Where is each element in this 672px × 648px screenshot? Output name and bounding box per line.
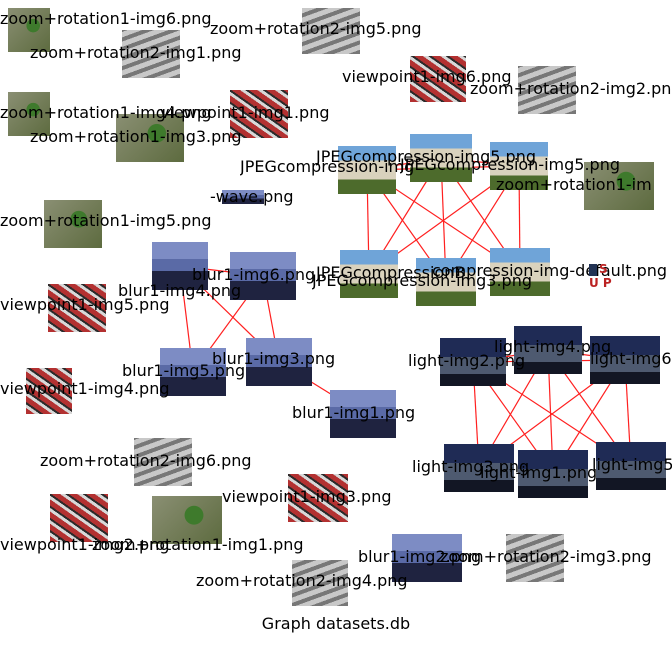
wave-photo-icon[interactable] xyxy=(222,190,264,204)
node-label: zoom+rotation2-img6.png xyxy=(40,452,252,470)
grayscale-photo-icon[interactable] xyxy=(302,8,360,54)
foliage-photo-icon[interactable] xyxy=(116,114,184,162)
node-label: -wave.png xyxy=(210,188,294,206)
node-label: light-img3.png xyxy=(412,458,530,476)
bikes-photo-icon[interactable] xyxy=(392,534,462,582)
node-label: zoom+rotation2-img5.png xyxy=(210,20,422,38)
building-photo-icon[interactable] xyxy=(490,248,550,296)
graffiti-photo-icon[interactable] xyxy=(288,474,348,522)
graffiti-photo-icon[interactable] xyxy=(410,56,466,102)
node-label: light-img2.png xyxy=(408,352,526,370)
grayscale-photo-icon[interactable] xyxy=(122,30,180,78)
street-photo-icon[interactable] xyxy=(444,444,514,492)
bikes-photo-icon[interactable] xyxy=(330,390,396,438)
node-label: viewpoint1-img1.png xyxy=(160,104,330,122)
foliage-photo-icon[interactable] xyxy=(584,162,654,210)
node-label: zoom+rotation2-img2.png xyxy=(470,80,672,98)
grayscale-photo-icon[interactable] xyxy=(292,560,348,606)
grayscale-photo-icon[interactable] xyxy=(506,534,564,582)
node-label: light-img5.png xyxy=(592,456,672,474)
node-label: blur1-img5.png xyxy=(122,362,246,380)
node-label: zoom+rotation2-img3.png xyxy=(440,548,652,566)
street-photo-icon[interactable] xyxy=(590,336,660,384)
node-label: blur1-img1.png xyxy=(292,404,416,422)
node-label: light-img6.png xyxy=(590,350,672,368)
node-label: zoom+rotation2-img1.png xyxy=(30,44,242,62)
node-label: JPEGcompression-img5.png xyxy=(316,148,536,166)
building-photo-icon[interactable] xyxy=(416,258,476,306)
node-label: JPEGcompression-img3.png xyxy=(312,272,532,290)
grayscale-photo-icon[interactable] xyxy=(518,66,576,114)
node-label: compression-img-default.png xyxy=(432,262,668,280)
logo-text: S U P xyxy=(589,262,612,290)
node-label: viewpoint1-img6.png xyxy=(342,68,512,86)
node-label: zoom+rotation1-img1.png xyxy=(92,536,304,554)
node-label: light-img1.png xyxy=(480,464,598,482)
building-photo-icon[interactable] xyxy=(340,250,398,298)
graffiti-photo-icon[interactable] xyxy=(26,368,72,414)
foliage-photo-icon[interactable] xyxy=(8,92,50,136)
node-label: zoom+rotation1-img4.png xyxy=(0,104,212,122)
node-label: light-img4.png xyxy=(494,338,612,356)
bikes-photo-icon[interactable] xyxy=(160,348,226,396)
node-label: blur1-img6.png xyxy=(192,266,316,284)
node-label: blur1-img3.png xyxy=(212,350,336,368)
street-photo-icon[interactable] xyxy=(518,450,588,498)
building-photo-icon[interactable] xyxy=(410,134,472,182)
node-label: viewpoint1-img3.png xyxy=(222,488,392,506)
node-label: viewpoint1-img4.png xyxy=(0,380,170,398)
node-label: zoom+rotation2-img4.png xyxy=(196,572,408,590)
node-label: JPEGcompression-img xyxy=(240,158,415,176)
node-label: zoom+rotation1-img6.png xyxy=(0,10,212,28)
street-photo-icon[interactable] xyxy=(596,442,666,490)
building-photo-icon[interactable] xyxy=(338,146,396,194)
graph-title: Graph datasets.db xyxy=(261,614,411,633)
graffiti-photo-icon[interactable] xyxy=(230,90,288,138)
foliage-photo-icon[interactable] xyxy=(8,8,50,52)
bikes-photo-icon[interactable] xyxy=(246,338,312,386)
node-label: blur1-img4.png xyxy=(118,282,242,300)
node-label: viewpoint1-img5.png xyxy=(0,296,170,314)
node-label: JPEGcompressionB xyxy=(316,264,466,282)
street-photo-icon[interactable] xyxy=(514,326,582,374)
graffiti-photo-icon[interactable] xyxy=(50,494,108,542)
node-label: JPEGcompression-img5.png xyxy=(400,156,620,174)
logo-icon: S U P xyxy=(589,262,621,290)
node-label: viewpoint1-img2.png xyxy=(0,536,170,554)
bikes-photo-icon[interactable] xyxy=(230,252,296,300)
foliage-photo-icon[interactable] xyxy=(44,200,102,248)
node-label: zoom+rotation1-img3.png xyxy=(30,128,242,146)
building-photo-icon[interactable] xyxy=(490,142,548,190)
node-label: zoom+rotation1-im xyxy=(496,176,652,194)
bikes-photo-icon[interactable] xyxy=(152,242,208,290)
grayscale-photo-icon[interactable] xyxy=(134,438,192,486)
foliage-photo-icon[interactable] xyxy=(152,496,222,544)
street-photo-icon[interactable] xyxy=(440,338,506,386)
node-label: blur1-img2.png xyxy=(358,548,482,566)
node-label: zoom+rotation1-img5.png xyxy=(0,212,212,230)
graffiti-photo-icon[interactable] xyxy=(48,284,106,332)
